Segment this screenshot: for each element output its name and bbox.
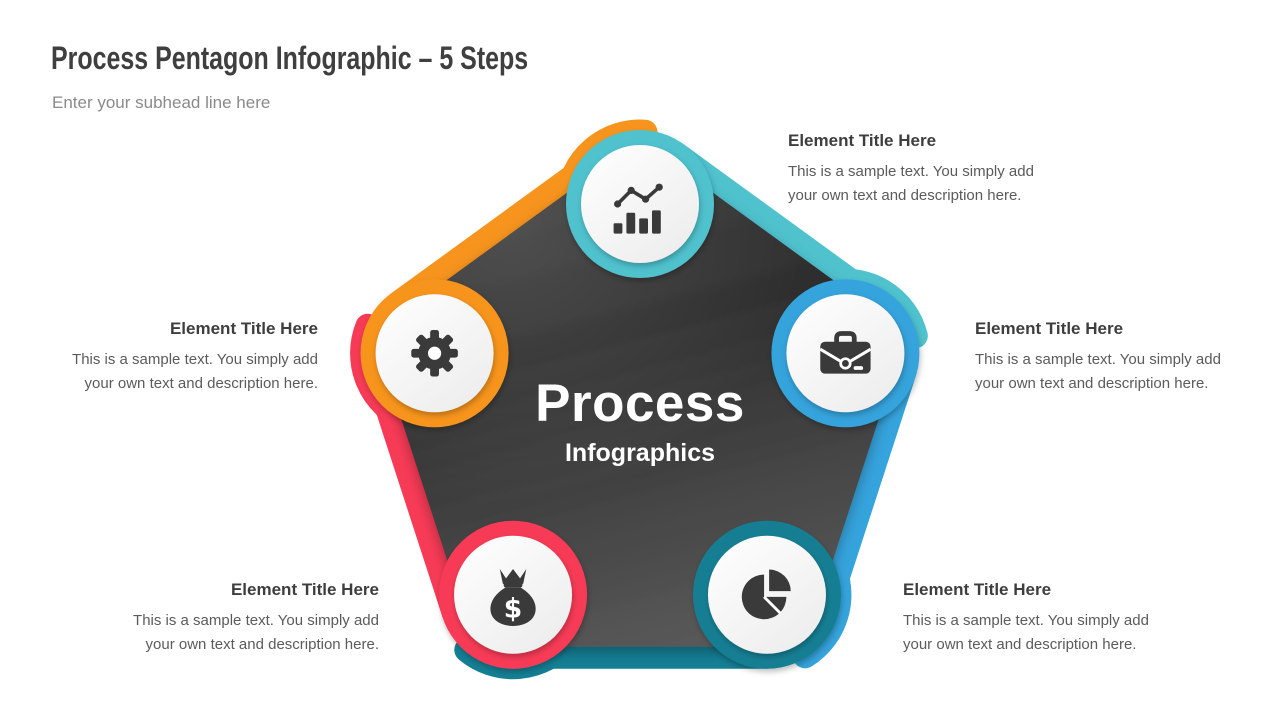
- element-body-line: This is a sample text. You simply add: [975, 351, 1221, 368]
- element-body-line: your own text and description here.: [903, 636, 1137, 653]
- element-body-line: This is a sample text. You simply add: [903, 612, 1149, 629]
- element-body-line: your own text and description here.: [84, 375, 318, 392]
- step-node-right: [771, 279, 920, 428]
- pie-chart-icon: [741, 569, 791, 620]
- element-title: Element Title Here: [975, 319, 1124, 338]
- step-circle-top: [581, 145, 699, 263]
- element-title: Element Title Here: [230, 580, 379, 599]
- step-circle-bottom-right: [707, 535, 826, 654]
- step-node-left: [360, 279, 509, 428]
- element-block-right: Element Title Here This is a sample text…: [975, 319, 1221, 396]
- step-node-top: [566, 130, 714, 278]
- element-body-line: your own text and description here.: [145, 636, 379, 653]
- element-title: Element Title Here: [788, 131, 937, 150]
- pentagon-nodes: $: [360, 130, 920, 669]
- briefcase-icon: [819, 331, 872, 374]
- page-subtitle: Enter your subhead line here: [52, 93, 271, 112]
- element-block-bottom-right: Element Title Here This is a sample text…: [903, 580, 1149, 657]
- element-body-line: This is a sample text. You simply add: [788, 163, 1034, 180]
- element-body-line: This is a sample text. You simply add: [72, 351, 318, 368]
- element-title: Element Title Here: [169, 319, 318, 338]
- element-title: Element Title Here: [903, 580, 1052, 599]
- step-node-bottom-left: $: [439, 520, 588, 669]
- element-body-line: This is a sample text. You simply add: [133, 612, 379, 629]
- element-body-line: your own text and description here.: [788, 187, 1022, 204]
- gear-icon: [411, 329, 458, 377]
- page-title: Process Pentagon Infographic – 5 Steps: [51, 40, 529, 76]
- bar-chart-icon: [613, 183, 663, 234]
- element-block-top: Element Title Here This is a sample text…: [788, 131, 1034, 208]
- money-bag-icon: $: [490, 569, 536, 626]
- element-block-left: Element Title Here This is a sample text…: [72, 319, 318, 396]
- element-block-bottom-left: Element Title Here This is a sample text…: [133, 580, 379, 657]
- svg-text:$: $: [504, 593, 522, 624]
- pentagon-body-highlight: [373, 139, 907, 647]
- element-body-line: your own text and description here.: [975, 375, 1209, 392]
- step-node-bottom-right: [692, 520, 841, 669]
